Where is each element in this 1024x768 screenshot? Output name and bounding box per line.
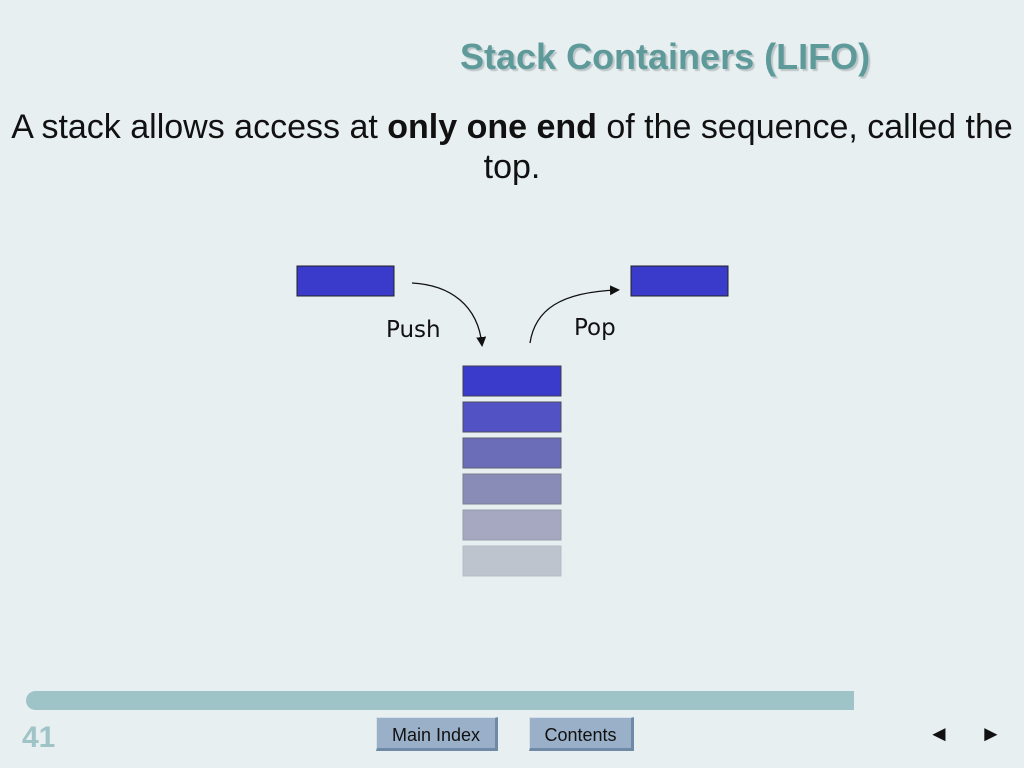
slide-title: Stack Containers (LIFO) [460, 36, 871, 77]
body-text-bold: only one end [387, 108, 597, 146]
pop-label: Pop [574, 315, 616, 341]
body-text-suffix: of the sequence, called the top. [483, 108, 1013, 186]
page-number: 41 [22, 721, 56, 754]
stack-element-top [462, 365, 562, 397]
contents-button[interactable]: Contents [529, 717, 634, 751]
stack-element-bottom [462, 545, 562, 577]
footer-bar [26, 691, 854, 710]
body-text: A stack allows access at only one end of… [0, 107, 1024, 187]
previous-slide-icon[interactable]: ◄ [928, 721, 950, 746]
stack-column [462, 365, 562, 577]
stack-element [462, 437, 562, 469]
stack-element [462, 473, 562, 505]
next-slide-icon[interactable]: ► [980, 721, 1002, 746]
pop-arrow [529, 285, 620, 344]
body-text-prefix: A stack allows access at [11, 108, 388, 146]
pop-element [630, 265, 729, 297]
stack-element [462, 401, 562, 433]
push-arrow [411, 282, 487, 347]
main-index-button[interactable]: Main Index [376, 717, 498, 751]
stack-element [462, 509, 562, 541]
push-label: Push [386, 317, 441, 343]
push-element [296, 265, 395, 297]
